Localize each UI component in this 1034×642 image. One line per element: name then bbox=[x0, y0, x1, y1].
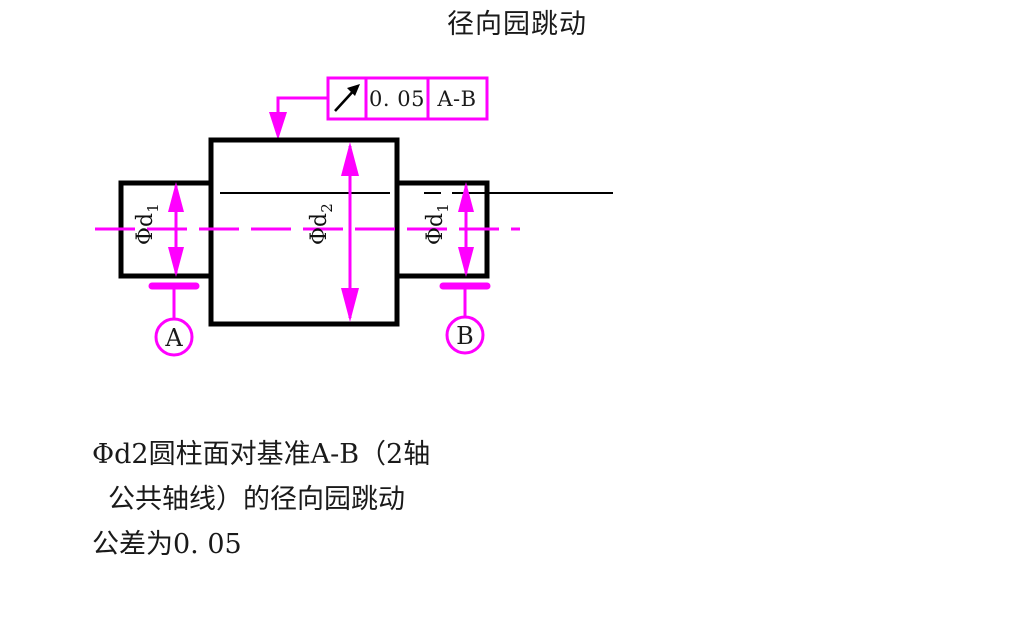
dimension-left-diameter bbox=[168, 182, 184, 277]
label-right-diameter-sub: 1 bbox=[434, 203, 452, 213]
leader-line bbox=[269, 96, 328, 140]
label-left-diameter: Φd 1 bbox=[133, 203, 162, 245]
label-center-diameter-sub: 2 bbox=[318, 203, 336, 213]
datum-a[interactable]: A bbox=[148, 282, 200, 357]
leader-arrowhead bbox=[269, 112, 287, 140]
datum-reference: A-B bbox=[436, 87, 476, 111]
tolerance-value: 0. 05 bbox=[369, 87, 425, 111]
feature-control-frame[interactable]: 0. 05 A-B bbox=[326, 76, 489, 121]
caption-line-3: 公差为0. 05 bbox=[92, 529, 242, 560]
page-title-text: 径向园跳动 bbox=[447, 9, 587, 40]
caption: Φd2圆柱面对基准A-B（2轴 公共轴线）的径向园跳动 公差为0. 05 bbox=[92, 432, 712, 567]
label-left-diameter-sub: 1 bbox=[144, 203, 162, 213]
dimension-right-diameter bbox=[458, 182, 474, 277]
circular-runout-arrow-icon bbox=[334, 84, 360, 112]
shaft-center-section bbox=[208, 137, 400, 327]
label-center-diameter: Φd 2 bbox=[307, 203, 336, 245]
label-left-diameter-text: Φd bbox=[133, 213, 158, 245]
datum-b-letter: B bbox=[456, 322, 474, 350]
datum-a-letter: A bbox=[164, 324, 183, 352]
label-right-diameter: Φd 1 bbox=[423, 203, 452, 245]
caption-line-1: Φd2圆柱面对基准A-B（2轴 bbox=[92, 439, 431, 470]
datum-b[interactable]: B bbox=[439, 282, 491, 355]
page-title: 径向园跳动 bbox=[0, 8, 1034, 42]
label-right-diameter-text: Φd bbox=[423, 213, 448, 245]
label-center-diameter-text: Φd bbox=[307, 213, 332, 245]
dimension-center-diameter bbox=[341, 142, 359, 322]
caption-line-2: 公共轴线）的径向园跳动 bbox=[108, 484, 405, 515]
